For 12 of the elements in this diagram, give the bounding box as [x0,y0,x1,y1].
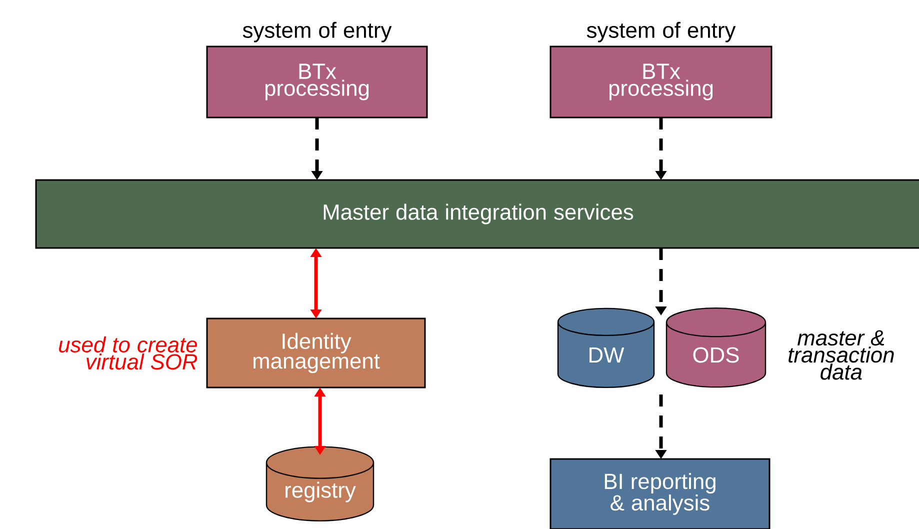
process-box: BI reporting & analysis [550,458,770,529]
process-box: Identity management [206,318,426,388]
process-box: BTx processing [550,46,772,118]
side-note: master & transaction data [788,330,894,380]
database-cylinder: ODS [666,307,766,388]
process-box: BTx processing [206,46,428,118]
box-heading: system of entry [242,22,392,42]
box-heading: system of entry [586,22,736,42]
database-cylinder: DW [557,308,655,388]
process-box: Master data integration services [35,179,919,249]
side-note: used to create virtual SOR [59,336,198,370]
database-cylinder: registry [266,446,374,522]
